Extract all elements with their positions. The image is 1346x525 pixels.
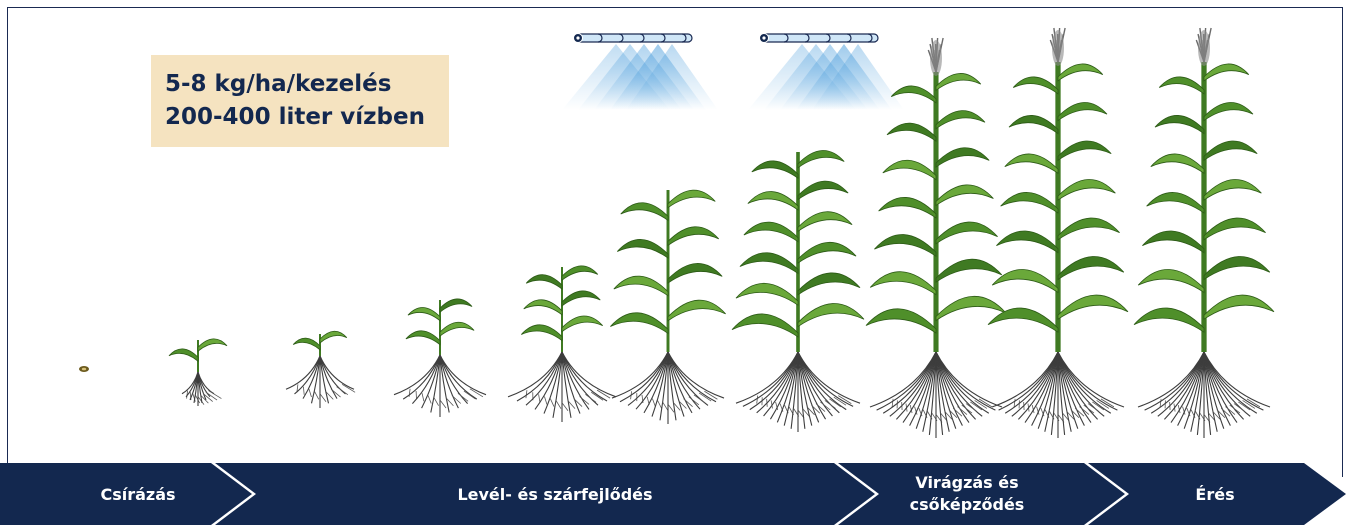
sprayer-boom-icon [561,32,719,111]
stage-label-maturity: Érés [1195,485,1235,504]
corn-plant-icon [987,27,1129,438]
corn-plant-icon [168,338,228,406]
corn-plant-icon [507,265,617,422]
stage-label-leaf-stem: Levél- és szárfejlődés [457,485,653,504]
stage-arrow-bar [0,463,1346,525]
stage-label-flowering: Virágzás és csőképződés [909,473,1025,514]
corn-plant-icon [865,37,1007,438]
dose-info-box: 5-8 kg/ha/kezelés 200-400 liter vízben [151,55,449,147]
plants-group [168,27,1275,438]
corn-plant-icon [285,330,356,408]
corn-plant-icon [610,189,726,424]
stage-label-germination: Csírázás [100,485,176,504]
sprayer-boom-icon [747,32,905,111]
corn-plant-icon [731,150,865,432]
dose-rate: 5-8 kg/ha/kezelés [165,71,392,97]
corn-plant-icon [1133,27,1275,438]
water-volume: 200-400 liter vízben [165,104,425,130]
seed-icon [79,366,89,372]
diagram-border [7,7,1343,477]
corn-plant-icon [393,298,487,417]
